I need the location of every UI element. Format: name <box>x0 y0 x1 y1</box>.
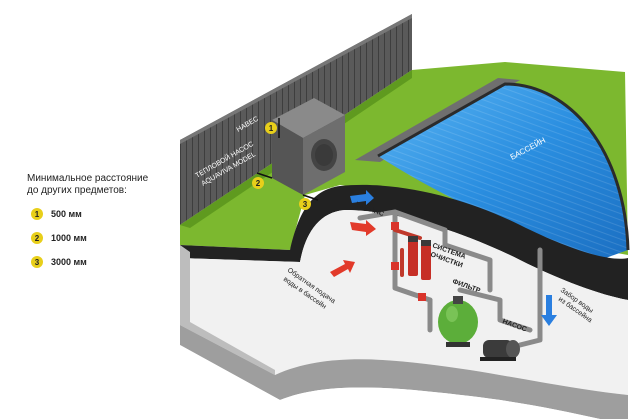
marker-3: 3 <box>299 194 319 210</box>
legend-item-3: 3 3000 мм <box>31 256 87 268</box>
legend-label-2: 1000 мм <box>51 233 87 243</box>
bypass-arrow <box>350 190 374 205</box>
legend-label-3: 3000 мм <box>51 257 87 267</box>
legend-badge-2: 2 <box>31 232 43 244</box>
svg-text:2: 2 <box>256 179 261 188</box>
valve-1 <box>391 222 399 230</box>
svg-text:3: 3 <box>303 200 308 209</box>
cleaning-system <box>408 236 431 280</box>
marker-1: 1 <box>265 118 280 138</box>
legend: Минимальное расстояние до других предмет… <box>0 0 175 419</box>
legend-item-2: 2 1000 мм <box>31 232 87 244</box>
legend-item-1: 1 500 мм <box>31 208 82 220</box>
filter-tank <box>438 296 478 347</box>
return-arrow <box>330 260 355 277</box>
cutaway-top-wall <box>180 184 628 300</box>
intake-arrow <box>541 295 557 326</box>
legend-title-line2: до других предметов: <box>27 185 127 196</box>
legend-title: Минимальное расстояние до других предмет… <box>27 173 177 197</box>
marker-2: 2 <box>252 172 273 189</box>
heat-pump-unit <box>272 98 345 195</box>
red-arrow-bypass <box>350 220 376 236</box>
valve-3 <box>418 293 426 301</box>
fence-top-edge <box>180 14 412 144</box>
legend-title-line1: Минимальное расстояние <box>27 173 149 184</box>
svg-text:1: 1 <box>269 124 274 133</box>
cutaway-left-wall <box>180 245 275 375</box>
pool-edge <box>377 82 630 251</box>
legend-badge-3: 3 <box>31 256 43 268</box>
pump <box>480 340 520 361</box>
valve-2 <box>391 262 399 270</box>
legend-badge-1: 1 <box>31 208 43 220</box>
cutaway-bottom-edge <box>180 325 628 419</box>
legend-label-1: 500 мм <box>51 209 82 219</box>
pipes <box>357 209 543 348</box>
